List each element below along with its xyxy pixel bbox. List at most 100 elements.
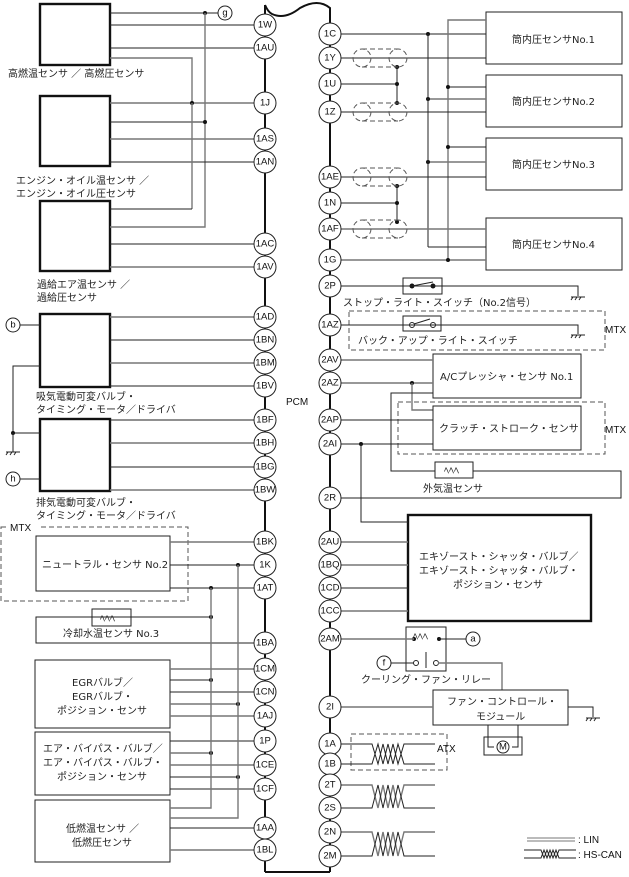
cyl-sensor-4-label: 筒内圧センサNo.4 xyxy=(512,238,595,251)
left-pin-1bv xyxy=(253,374,277,398)
high-fuel-sensor-label: 高燃温センサ ／ 高燃圧センサ xyxy=(8,67,144,80)
right-pin-1cd xyxy=(318,576,342,600)
left-pin-label: 1CE xyxy=(256,760,274,771)
ambient-thermistor xyxy=(434,461,474,479)
right-pin-1u xyxy=(318,72,342,96)
right-pin-2ap xyxy=(318,408,342,432)
right-pin-1cc xyxy=(318,599,342,623)
right-pin-label: 2AI xyxy=(323,439,337,450)
right-pin-1az xyxy=(318,313,342,337)
left-pin-label: 1BW xyxy=(255,485,276,496)
egr-label-2: EGRバルブ・ xyxy=(72,690,133,703)
left-pin-1ac xyxy=(253,232,277,256)
left-pin-label: 1BG xyxy=(255,462,274,473)
left-pin-1bm xyxy=(253,351,277,375)
left-pin-1cf xyxy=(253,777,277,801)
connector-f-label: f xyxy=(383,658,386,669)
right-pin-group: 1C1Y1U1Z1AE1N1AF1G2P1AZ2AV2AZ2AP2AI2R2AU… xyxy=(318,22,342,868)
right-pin-1ae xyxy=(318,165,342,189)
oil-sensor-box xyxy=(38,94,112,168)
cyl-sensor-1-box xyxy=(485,11,623,65)
right-pin-label: 1CD xyxy=(320,583,339,594)
left-pin-1au xyxy=(253,36,277,60)
right-pin-label: 2AU xyxy=(321,537,340,548)
clutch-stroke-sensor-label: クラッチ・ストローク・センサ xyxy=(439,423,579,435)
abv-label-2: エア・バイパス・バルブ・ xyxy=(43,756,163,769)
right-pin-label: 2P xyxy=(324,281,336,292)
low-fuel-box xyxy=(34,799,171,863)
fan-control-module-box xyxy=(432,689,569,726)
cyl-sensor-4-box xyxy=(485,217,623,271)
lowfuel-label-1: 低燃温センサ ／ xyxy=(66,822,139,835)
left-pin-1bh xyxy=(253,431,277,455)
right-pin-label: 2M xyxy=(323,851,336,862)
mtx-clutch-region xyxy=(397,401,606,455)
left-pin-1bg xyxy=(253,455,277,479)
right-pin-1n xyxy=(318,191,342,215)
left-pin-label: 1BH xyxy=(256,438,275,449)
thermistor-icon: ﾍﾍﾍ xyxy=(100,614,115,625)
right-pin-label: 1G xyxy=(324,255,337,266)
right-pin-label: 2S xyxy=(324,803,336,814)
connector-a-label: a xyxy=(470,634,476,645)
left-pin-1av xyxy=(253,255,277,279)
backup-light-switch-label: バック・アップ・ライト・スイッチ xyxy=(358,335,518,347)
right-pin-label: 1N xyxy=(324,198,336,209)
right-pin-label: 1AZ xyxy=(321,320,339,331)
right-pin-1c xyxy=(318,22,342,46)
right-pin-label: 1Z xyxy=(324,107,335,118)
left-pin-label: 1CM xyxy=(255,664,275,675)
right-pin-2av xyxy=(318,348,342,372)
neutral-sensor-box xyxy=(35,535,171,592)
connector-a xyxy=(465,631,481,647)
boost-sensor-label-1: 過給エア温センサ ／ xyxy=(37,278,130,291)
left-pin-1bf xyxy=(253,408,277,432)
right-pin-label: 1B xyxy=(324,759,336,770)
right-pin-1bq xyxy=(318,553,342,577)
right-pin-label: 2AZ xyxy=(321,378,339,389)
legend-hs-can: : HS-CAN xyxy=(578,850,622,861)
exhaust-shutter-label-2: エキゾースト・シャッタ・バルブ・ xyxy=(419,564,579,577)
left-pin-label: 1W xyxy=(258,20,272,31)
right-pin-1y xyxy=(318,46,342,70)
right-pin-label: 1BQ xyxy=(320,560,339,571)
left-pin-1p xyxy=(253,729,277,753)
right-pin-2ai xyxy=(318,432,342,456)
right-pin-2am xyxy=(318,627,342,651)
right-pin-label: 1A xyxy=(324,739,336,750)
left-pin-label: 1AU xyxy=(256,43,275,54)
left-pin-1cm xyxy=(253,657,277,681)
left-pin-group: 1W1AU1J1AS1AN1AC1AV1AD1BN1BM1BV1BF1BH1BG… xyxy=(253,13,277,862)
left-pin-1ad xyxy=(253,305,277,329)
left-pin-label: 1AV xyxy=(256,262,274,273)
right-pin-2p xyxy=(318,274,342,298)
intake-vvt-label-2: タイミング・モータ／ドライバ xyxy=(36,403,176,416)
shield-1y xyxy=(352,48,408,68)
connector-h-label: h xyxy=(10,474,15,485)
lowfuel-label-2: 低燃圧センサ xyxy=(72,836,132,849)
cyl-sensor-1-label: 筒内圧センサNo.1 xyxy=(512,33,595,46)
exhaust-shutter-label-3: ポジション・センサ xyxy=(453,579,543,591)
relay-coil-icon: ﾍﾍﾍ xyxy=(413,632,428,643)
exhaust-vvt-label-1: 排気電動可変バルブ・ xyxy=(36,496,136,509)
clutch-stroke-sensor-box xyxy=(432,405,582,451)
fan-control-module-label-2: モジュール xyxy=(476,712,525,723)
oil-sensor-label-2: エンジン・オイル圧センサ xyxy=(16,188,136,200)
mtx-backup-region xyxy=(348,310,606,351)
mtx-label-right-2: MTX xyxy=(605,425,626,436)
intake-vvt-box xyxy=(38,312,112,389)
intake-vvt-label-1: 吸気電動可変バルブ・ xyxy=(36,390,136,403)
shield-1af xyxy=(352,219,408,239)
ambient-temp-sensor-label: 外気温センサ xyxy=(423,482,483,495)
left-pin-1bl xyxy=(253,838,277,862)
right-pin-1g xyxy=(318,248,342,272)
exhaust-shutter-label-1: エキゾースト・シャッタ・バルブ／ xyxy=(419,550,579,563)
left-pin-label: 1BN xyxy=(256,335,275,346)
left-pin-label: 1AN xyxy=(256,157,275,168)
ac-pressure-sensor-label: A/Cプレッシャ・センサ No.1 xyxy=(440,371,573,383)
boost-sensor-label-2: 過給圧センサ xyxy=(37,291,97,304)
mtx-label-left: MTX xyxy=(10,523,31,534)
right-pin-label: 1AF xyxy=(321,224,339,235)
right-pin-label: 2N xyxy=(324,827,336,838)
left-pin-label: 1J xyxy=(260,98,270,109)
